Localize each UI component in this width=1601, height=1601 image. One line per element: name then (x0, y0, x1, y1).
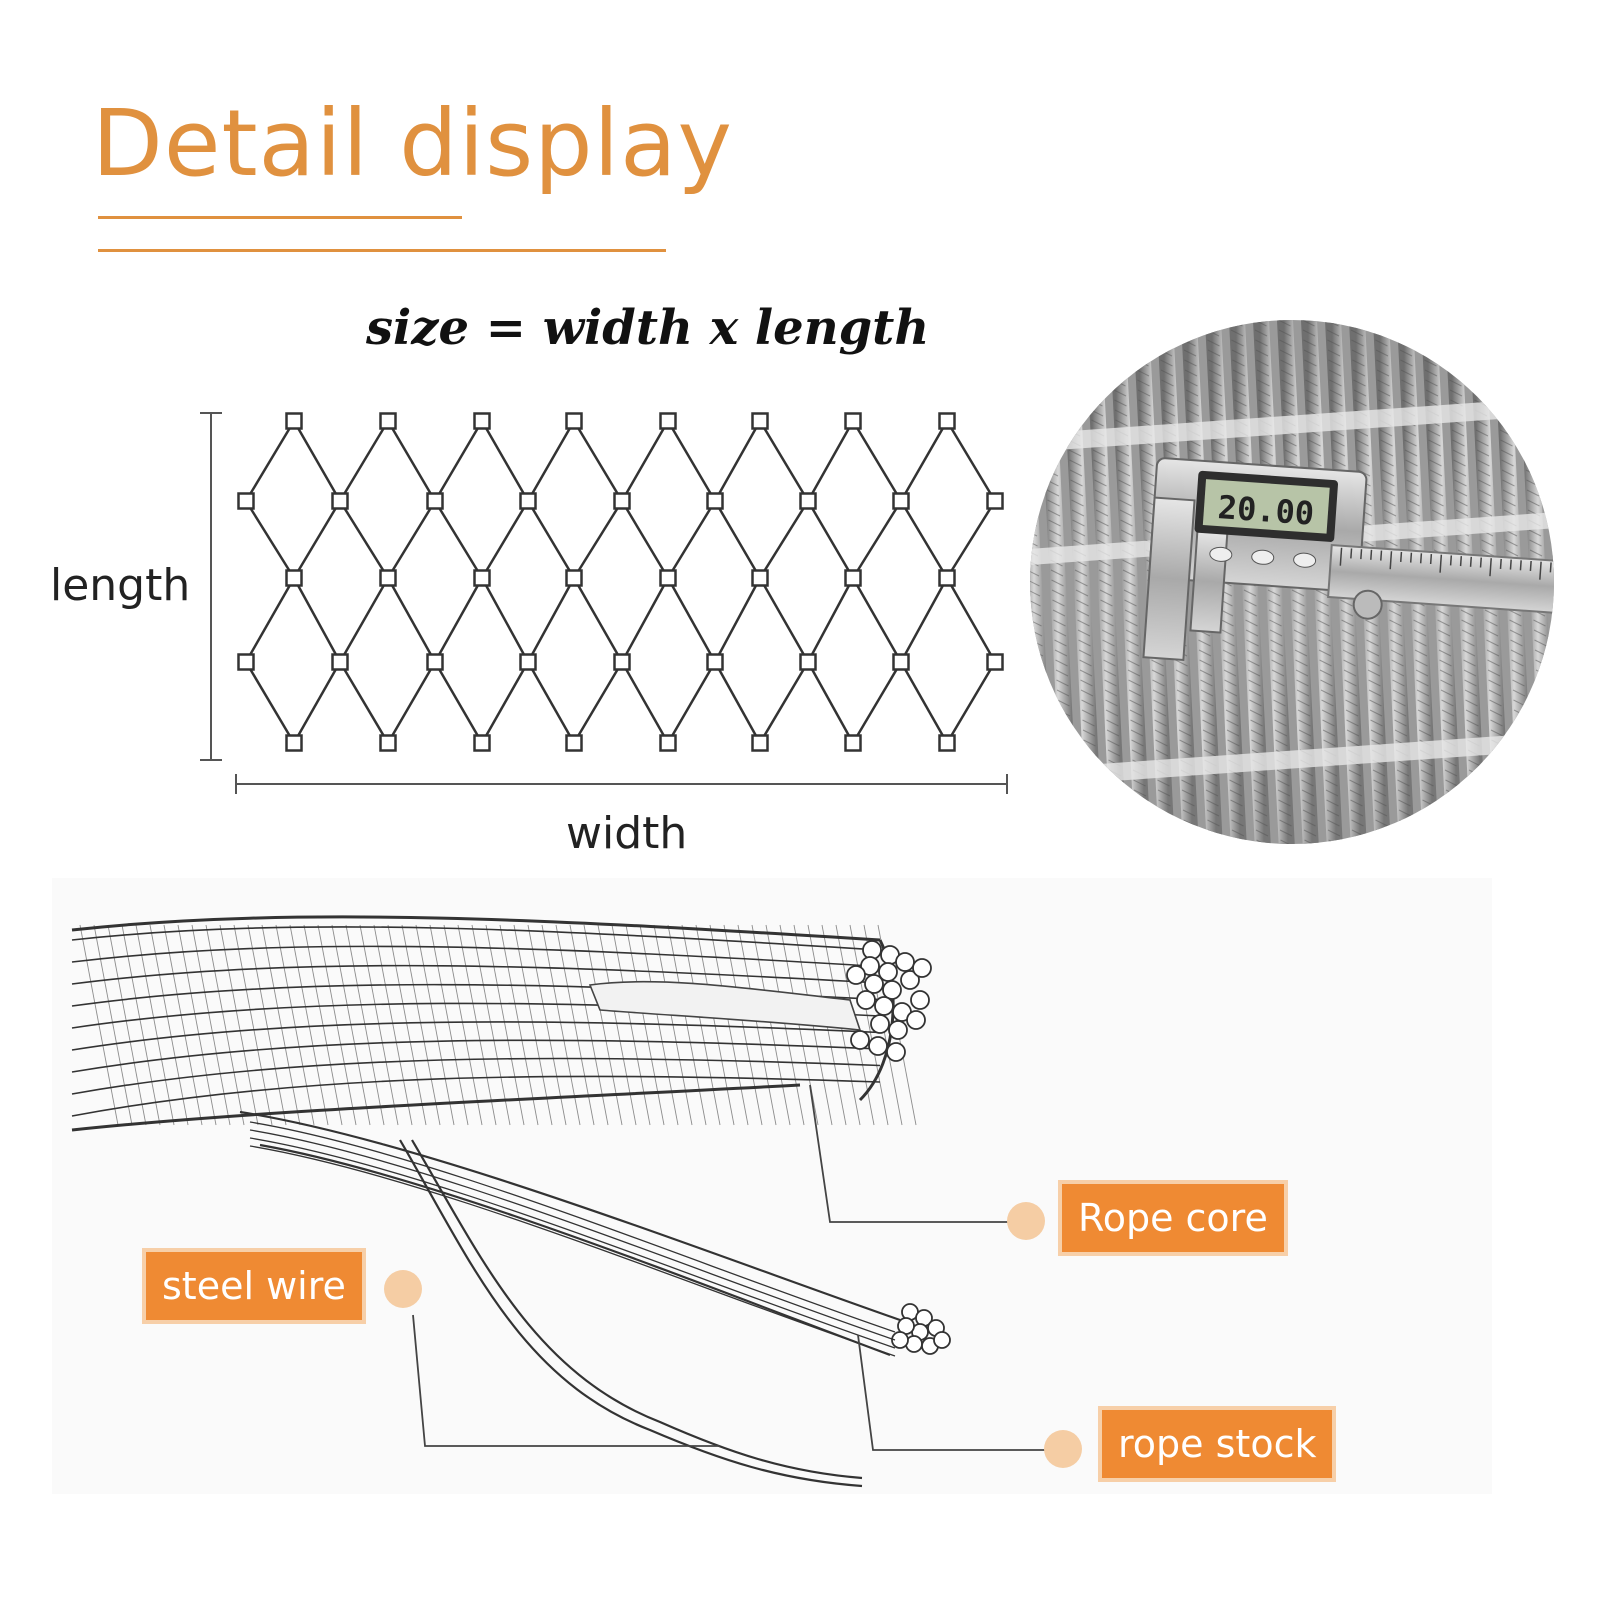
caliper-photo: 20.00 (1030, 320, 1554, 844)
rope-stock-callout: rope stock (1102, 1410, 1333, 1478)
size-formula: size = width x length (366, 300, 930, 356)
steel-wire-dot (384, 1270, 422, 1308)
rope-stock-dot (1044, 1430, 1082, 1468)
callout-leader-lines (412, 1084, 1046, 1451)
title-underline-short (98, 216, 462, 219)
mesh-lines (244, 420, 997, 744)
length-label: length (50, 560, 191, 611)
rope-core (588, 980, 862, 1031)
steel-wire (399, 1139, 863, 1488)
title-underline-long (98, 249, 666, 252)
width-label: width (566, 808, 688, 859)
rope-stock (239, 1110, 901, 1357)
rope-core-callout: Rope core (1062, 1184, 1284, 1252)
length-dimension-line (200, 412, 222, 761)
caliper: 20.00 (1142, 457, 1554, 662)
rope-core-dot (1007, 1202, 1045, 1240)
page-title: Detail display (92, 90, 733, 197)
mesh-ferrules (237, 412, 1004, 752)
mesh-diagram (200, 412, 1008, 794)
ruler-scale (1339, 547, 1552, 580)
caliper-display-reading: 20.00 (1217, 488, 1316, 533)
strand-ends (846, 940, 951, 1355)
steel-wire-callout: steel wire (146, 1252, 362, 1320)
width-dimension-line (235, 774, 1008, 794)
